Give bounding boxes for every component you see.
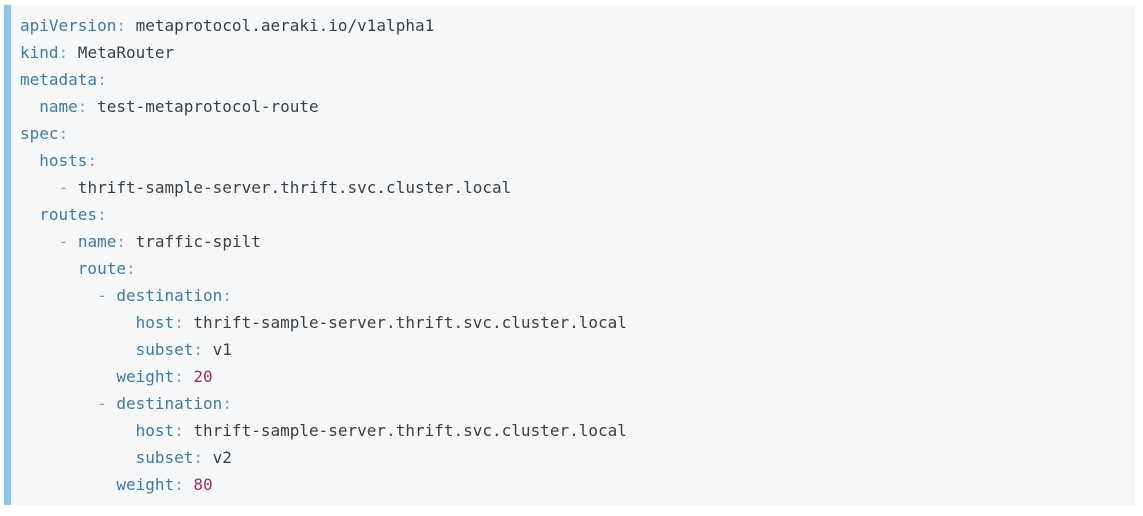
code-token-key: name xyxy=(39,97,78,116)
code-token-sp xyxy=(20,313,136,332)
code-line: apiVersion: metaprotocol.aeraki.io/v1alp… xyxy=(20,12,1135,39)
code-token-punct: : xyxy=(193,448,204,467)
code-token-punct: : xyxy=(116,16,126,35)
code-line: route: xyxy=(20,255,1135,282)
code-token-punct: : xyxy=(77,97,88,116)
code-token-key: routes xyxy=(39,205,98,224)
code-token-num: 80 xyxy=(193,475,213,494)
code-token-val: MetaRouter xyxy=(68,43,175,62)
code-line: name: test-metaprotocol-route xyxy=(20,93,1135,120)
code-line: - destination: xyxy=(20,282,1135,309)
code-token-punct: - xyxy=(58,232,69,251)
code-token-val: traffic-spilt xyxy=(125,232,261,251)
code-line: host: thrift-sample-server.thrift.svc.cl… xyxy=(20,417,1135,444)
code-token-sp xyxy=(107,394,117,413)
code-token-num: 20 xyxy=(193,367,213,386)
code-token-val: metaprotocol.aeraki.io/v1alpha1 xyxy=(125,16,435,35)
code-line: spec: xyxy=(20,120,1135,147)
code-token-punct: : xyxy=(174,313,184,332)
code-token-sp xyxy=(20,367,116,386)
code-token-key: destination xyxy=(116,286,223,305)
code-token-val: test-metaprotocol-route xyxy=(87,97,319,116)
code-token-sp xyxy=(20,205,39,224)
code-token-sp xyxy=(184,367,194,386)
code-line: - destination: xyxy=(20,390,1135,417)
code-token-sp xyxy=(20,97,39,116)
code-line: metadata: xyxy=(20,66,1135,93)
code-line: weight: 20 xyxy=(20,363,1135,390)
code-token-punct: : xyxy=(97,70,107,89)
code-content: apiVersion: metaprotocol.aeraki.io/v1alp… xyxy=(11,5,1135,505)
code-token-key: hosts xyxy=(39,151,88,170)
code-token-punct: : xyxy=(222,286,232,305)
code-token-val: thrift-sample-server.thrift.svc.cluster.… xyxy=(183,421,627,440)
code-token-val: v2 xyxy=(203,448,232,467)
code-token-val: v1 xyxy=(203,340,232,359)
code-token-key: metadata xyxy=(20,70,98,89)
code-token-key: weight xyxy=(116,475,175,494)
code-token-sp xyxy=(20,475,116,494)
code-token-punct: : xyxy=(125,259,136,278)
code-token-val: thrift-sample-server.thrift.svc.cluster.… xyxy=(68,178,512,197)
code-line: subset: v1 xyxy=(20,336,1135,363)
code-token-sp xyxy=(20,151,39,170)
code-token-sp xyxy=(20,259,78,278)
code-line: - thrift-sample-server.thrift.svc.cluste… xyxy=(20,174,1135,201)
code-line: kind: MetaRouter xyxy=(20,39,1135,66)
code-token-punct: : xyxy=(174,367,184,386)
code-token-sp xyxy=(20,178,59,197)
code-line: hosts: xyxy=(20,147,1135,174)
code-token-sp xyxy=(68,232,78,251)
code-token-punct: : xyxy=(222,394,232,413)
code-token-punct: : xyxy=(174,421,184,440)
code-token-punct: : xyxy=(116,232,126,251)
code-token-punct: : xyxy=(87,151,98,170)
accent-bar xyxy=(4,5,11,505)
code-token-sp xyxy=(20,286,97,305)
code-line: subset: v2 xyxy=(20,444,1135,471)
code-token-key: host xyxy=(135,313,175,332)
code-token-punct: : xyxy=(97,205,107,224)
code-token-key: host xyxy=(135,421,175,440)
code-token-key: subset xyxy=(135,448,194,467)
yaml-code-block: apiVersion: metaprotocol.aeraki.io/v1alp… xyxy=(4,5,1135,505)
code-token-punct: - xyxy=(97,394,107,413)
code-line: routes: xyxy=(20,201,1135,228)
code-line: host: thrift-sample-server.thrift.svc.cl… xyxy=(20,309,1135,336)
code-token-sp xyxy=(20,448,136,467)
code-token-sp xyxy=(107,286,117,305)
code-token-sp xyxy=(20,394,97,413)
code-line: weight: 80 xyxy=(20,471,1135,498)
code-token-punct: : xyxy=(193,340,204,359)
code-token-key: name xyxy=(77,232,117,251)
code-token-punct: - xyxy=(97,286,107,305)
code-token-punct: : xyxy=(174,475,184,494)
code-token-key: subset xyxy=(135,340,194,359)
code-token-punct: : xyxy=(58,124,69,143)
code-token-sp xyxy=(20,421,136,440)
code-token-punct: - xyxy=(58,178,69,197)
code-token-key: spec xyxy=(20,124,59,143)
code-token-punct: : xyxy=(58,43,69,62)
code-token-val: thrift-sample-server.thrift.svc.cluster.… xyxy=(183,313,627,332)
code-line: - name: traffic-spilt xyxy=(20,228,1135,255)
code-token-key: apiVersion xyxy=(20,16,117,35)
code-token-sp xyxy=(20,232,59,251)
code-token-sp xyxy=(184,475,194,494)
code-token-key: route xyxy=(77,259,126,278)
code-token-key: weight xyxy=(116,367,175,386)
code-token-key: kind xyxy=(20,43,59,62)
code-token-key: destination xyxy=(116,394,223,413)
code-token-sp xyxy=(20,340,136,359)
